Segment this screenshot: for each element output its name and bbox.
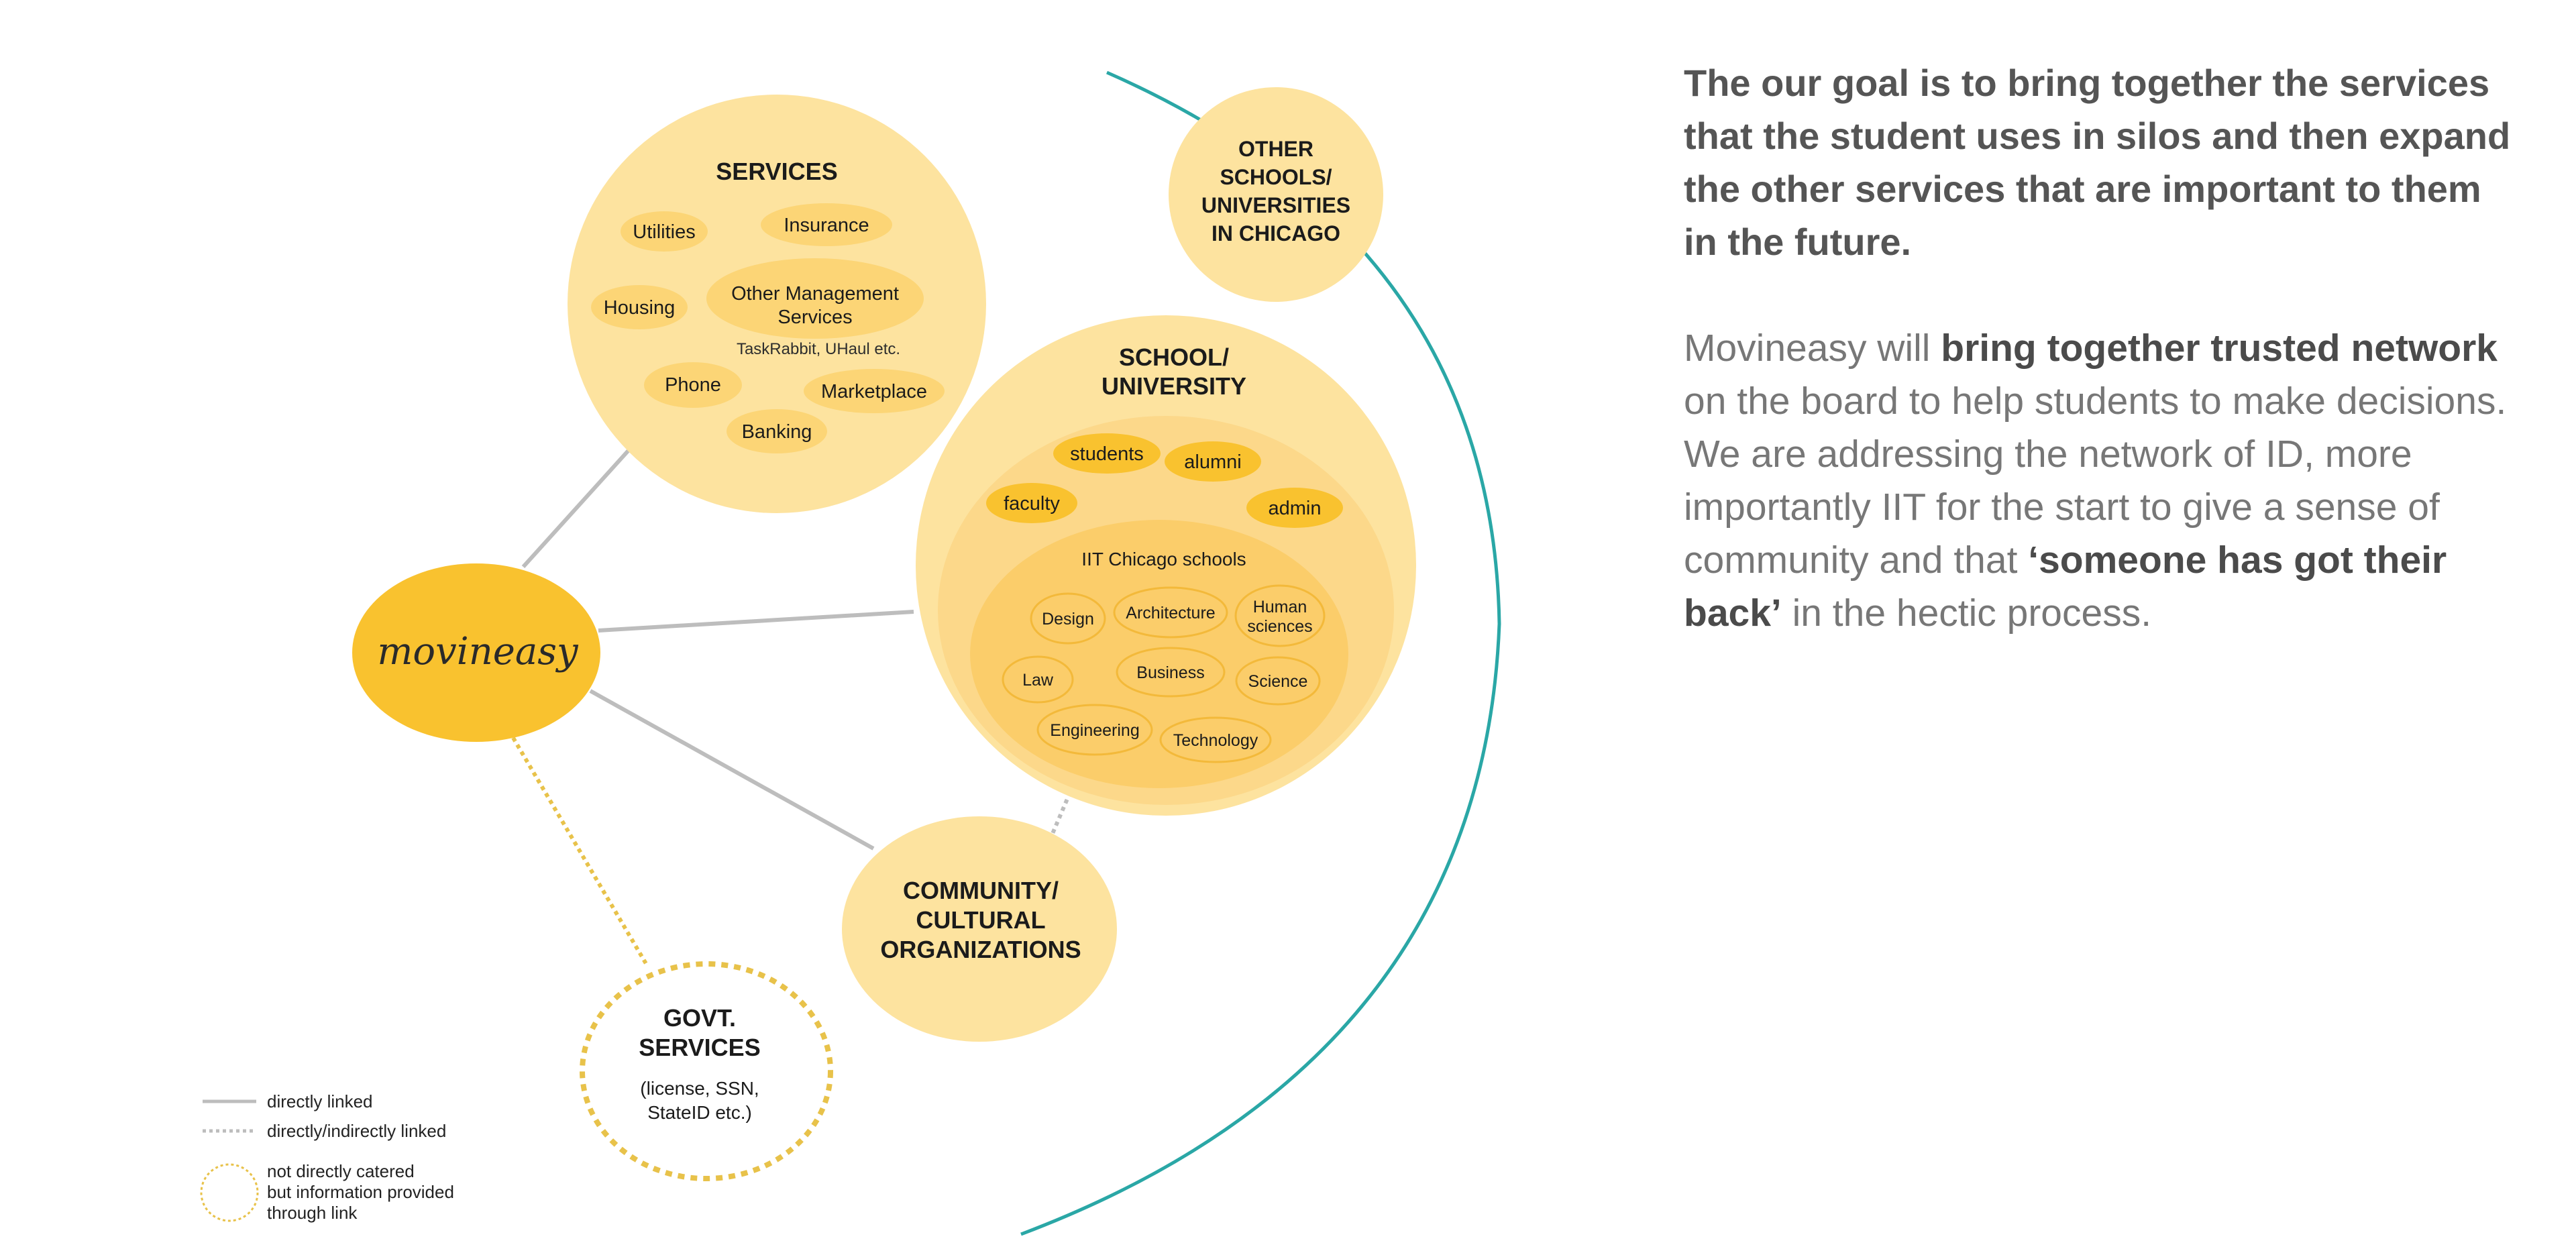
community-circle <box>842 816 1117 1042</box>
desc-bold-2: ‘someone has got their back’ <box>1684 539 2447 635</box>
govt-cluster: GOVT. SERVICES (license, SSN, StateID et… <box>580 961 833 1181</box>
banking-label: Banking <box>742 421 812 443</box>
students-bubble <box>1053 433 1161 474</box>
community-cluster: COMMUNITY/ CULTURAL ORGANIZATIONS <box>842 816 1117 1042</box>
services-cluster: SERVICES Utilities Insurance Housing Oth… <box>568 95 986 513</box>
housing-label: Housing <box>604 297 675 319</box>
description-panel: The our goal is to bring together the se… <box>1684 56 2522 640</box>
community-line2: CULTURAL <box>916 906 1045 934</box>
link-logo-govt <box>511 737 649 967</box>
marketplace-bubble <box>804 369 945 413</box>
other-schools-line2: SCHOOLS/ <box>1220 165 1332 189</box>
alumni-bubble <box>1165 441 1261 482</box>
school-cluster: SCHOOL/ UNIVERSITY students alumni facul… <box>916 315 1416 816</box>
phone-label: Phone <box>665 374 721 396</box>
community-line1: COMMUNITY/ <box>903 877 1059 904</box>
insurance-label: Insurance <box>784 215 869 236</box>
iit-inner-circle <box>970 520 1348 788</box>
marketplace-label: Marketplace <box>821 381 927 402</box>
other-schools-cluster: OTHER SCHOOLS/ UNIVERSITIES IN CHICAGO <box>1169 87 1383 302</box>
desc-bold-1: bring together trusted network <box>1941 327 2498 370</box>
utilities-bubble <box>621 211 708 252</box>
design-bubble <box>1030 592 1106 645</box>
community-line3: ORGANIZATIONS <box>880 936 1081 963</box>
logo-circle <box>352 563 600 742</box>
admin-label: admin <box>1269 498 1322 519</box>
faculty-bubble <box>986 483 1077 523</box>
business-label: Business <box>1136 663 1204 682</box>
legend-not-catered-line3: through link <box>267 1203 358 1223</box>
description-paragraph: Movineasy will bring together trusted ne… <box>1684 322 2522 640</box>
human-sciences-label-line2: sciences <box>1247 617 1312 636</box>
faculty-label: faculty <box>1004 493 1060 514</box>
govt-circle <box>580 961 833 1181</box>
architecture-label: Architecture <box>1126 604 1215 622</box>
govt-line2: SERVICES <box>639 1034 760 1061</box>
legend-indirect-label: directly/indirectly linked <box>267 1121 446 1141</box>
other-schools-line4: IN CHICAGO <box>1212 221 1340 246</box>
iit-title: IIT Chicago schools <box>1081 549 1246 569</box>
alumni-label: alumni <box>1184 451 1241 473</box>
technology-bubble <box>1159 716 1272 763</box>
legend-not-catered-circle <box>200 1163 259 1222</box>
law-label: Law <box>1022 671 1054 690</box>
desc-part-1: Movineasy will <box>1684 327 1941 370</box>
school-title-line2: UNIVERSITY <box>1102 372 1246 400</box>
govt-note-line2: StateID etc.) <box>647 1102 752 1123</box>
architecture-bubble <box>1113 586 1228 639</box>
other-schools-line3: UNIVERSITIES <box>1201 193 1350 217</box>
legend-not-catered-line1: not directly catered <box>267 1161 415 1181</box>
other-schools-line1: OTHER <box>1238 137 1313 161</box>
other-management-note: TaskRabbit, UHaul etc. <box>737 340 900 358</box>
legend-direct-label: directly linked <box>267 1091 373 1111</box>
banking-bubble <box>727 409 827 453</box>
design-label: Design <box>1042 610 1094 629</box>
human-sciences-label-line1: Human <box>1253 598 1307 616</box>
technology-label: Technology <box>1173 731 1258 750</box>
link-logo-services <box>521 446 633 569</box>
engineering-bubble <box>1036 704 1153 756</box>
other-schools-circle <box>1169 87 1383 302</box>
govt-note-line1: (license, SSN, <box>640 1078 759 1099</box>
legend-not-catered-line2: but information provided <box>267 1182 454 1202</box>
other-management-label-line2: Services <box>777 307 852 328</box>
law-bubble <box>1002 655 1074 704</box>
housing-bubble <box>591 285 688 329</box>
desc-part-2: on the board to help students to make de… <box>1684 380 2507 582</box>
phone-bubble <box>644 362 742 408</box>
insurance-bubble <box>761 203 892 246</box>
students-label: students <box>1070 443 1144 465</box>
science-bubble <box>1235 656 1321 706</box>
link-logo-community <box>589 689 875 851</box>
business-bubble <box>1116 647 1226 698</box>
legend: directly linked directly/indirectly link… <box>200 1091 454 1223</box>
services-title: SERVICES <box>716 158 837 185</box>
science-label: Science <box>1248 672 1308 691</box>
desc-part-3: in the hectic process. <box>1781 592 2152 635</box>
connectors <box>511 446 1075 967</box>
engineering-label: Engineering <box>1050 721 1139 740</box>
school-title-line1: SCHOOL/ <box>1119 343 1229 371</box>
link-logo-school <box>598 610 914 633</box>
other-management-bubble <box>706 258 924 339</box>
human-sciences-bubble <box>1234 584 1326 647</box>
admin-bubble <box>1246 488 1343 528</box>
goal-statement: The our goal is to bring together the se… <box>1684 62 2511 263</box>
utilities-label: Utilities <box>633 221 695 243</box>
movineasy-logo-node: movineasy <box>352 563 600 742</box>
govt-line1: GOVT. <box>663 1004 736 1032</box>
other-management-label-line1: Other Management <box>731 283 899 305</box>
logo-text: movineasy <box>377 630 579 673</box>
